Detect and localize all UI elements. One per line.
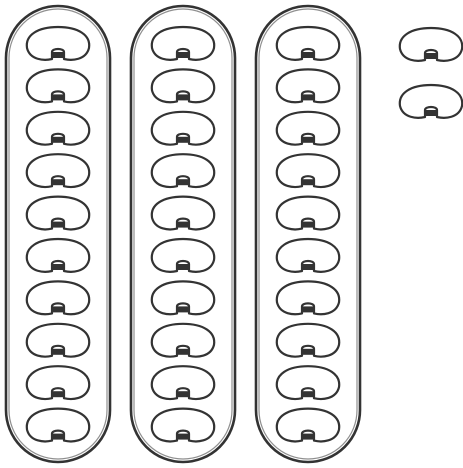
bean [152, 27, 214, 60]
bean [27, 112, 89, 145]
bean [277, 324, 339, 357]
bean [152, 281, 214, 314]
bean [152, 197, 214, 230]
bean [152, 366, 214, 399]
bean-notch [53, 306, 63, 312]
bean-notch [53, 391, 63, 397]
bean [277, 69, 339, 102]
bean [152, 239, 214, 272]
loose-bean [400, 28, 462, 61]
loose-bean [400, 85, 462, 118]
bean [27, 27, 89, 60]
bean [27, 154, 89, 187]
bean [27, 409, 89, 442]
bean [277, 281, 339, 314]
bean-notch [53, 52, 63, 58]
bean [27, 69, 89, 102]
bean-notch [53, 434, 63, 440]
bean-notch [178, 349, 188, 355]
bean-notch [303, 434, 313, 440]
bean [152, 409, 214, 442]
bean-notch [178, 264, 188, 270]
bean [277, 112, 339, 145]
bean-notch [53, 137, 63, 143]
bean-notch [426, 110, 436, 116]
bean-notch [53, 94, 63, 100]
bean-notch [178, 179, 188, 185]
bean-notch [178, 94, 188, 100]
bean-notch [178, 222, 188, 228]
bean-notch [303, 306, 313, 312]
bean [152, 324, 214, 357]
bean [277, 154, 339, 187]
bean-notch [426, 53, 436, 59]
bean [277, 27, 339, 60]
bean-notch [303, 391, 313, 397]
bean-notch [303, 349, 313, 355]
bean-notch [178, 52, 188, 58]
bean-notch [303, 179, 313, 185]
bean [277, 366, 339, 399]
bean-notch [303, 264, 313, 270]
bean-notch [303, 52, 313, 58]
bean [277, 197, 339, 230]
bean [152, 69, 214, 102]
bean-notch [178, 137, 188, 143]
bean-notch [303, 222, 313, 228]
bean-notch [53, 222, 63, 228]
bean-notch [303, 94, 313, 100]
bean [27, 239, 89, 272]
bean [152, 154, 214, 187]
bean [277, 409, 339, 442]
bean-notch [53, 179, 63, 185]
bean [277, 239, 339, 272]
bean [152, 112, 214, 145]
bean [27, 281, 89, 314]
bean-notch [53, 264, 63, 270]
bean-notch [178, 434, 188, 440]
bean [27, 197, 89, 230]
bean-notch [178, 306, 188, 312]
bean-notch [53, 349, 63, 355]
bean-notch [303, 137, 313, 143]
bean [27, 366, 89, 399]
bean-notch [178, 391, 188, 397]
bean [27, 324, 89, 357]
